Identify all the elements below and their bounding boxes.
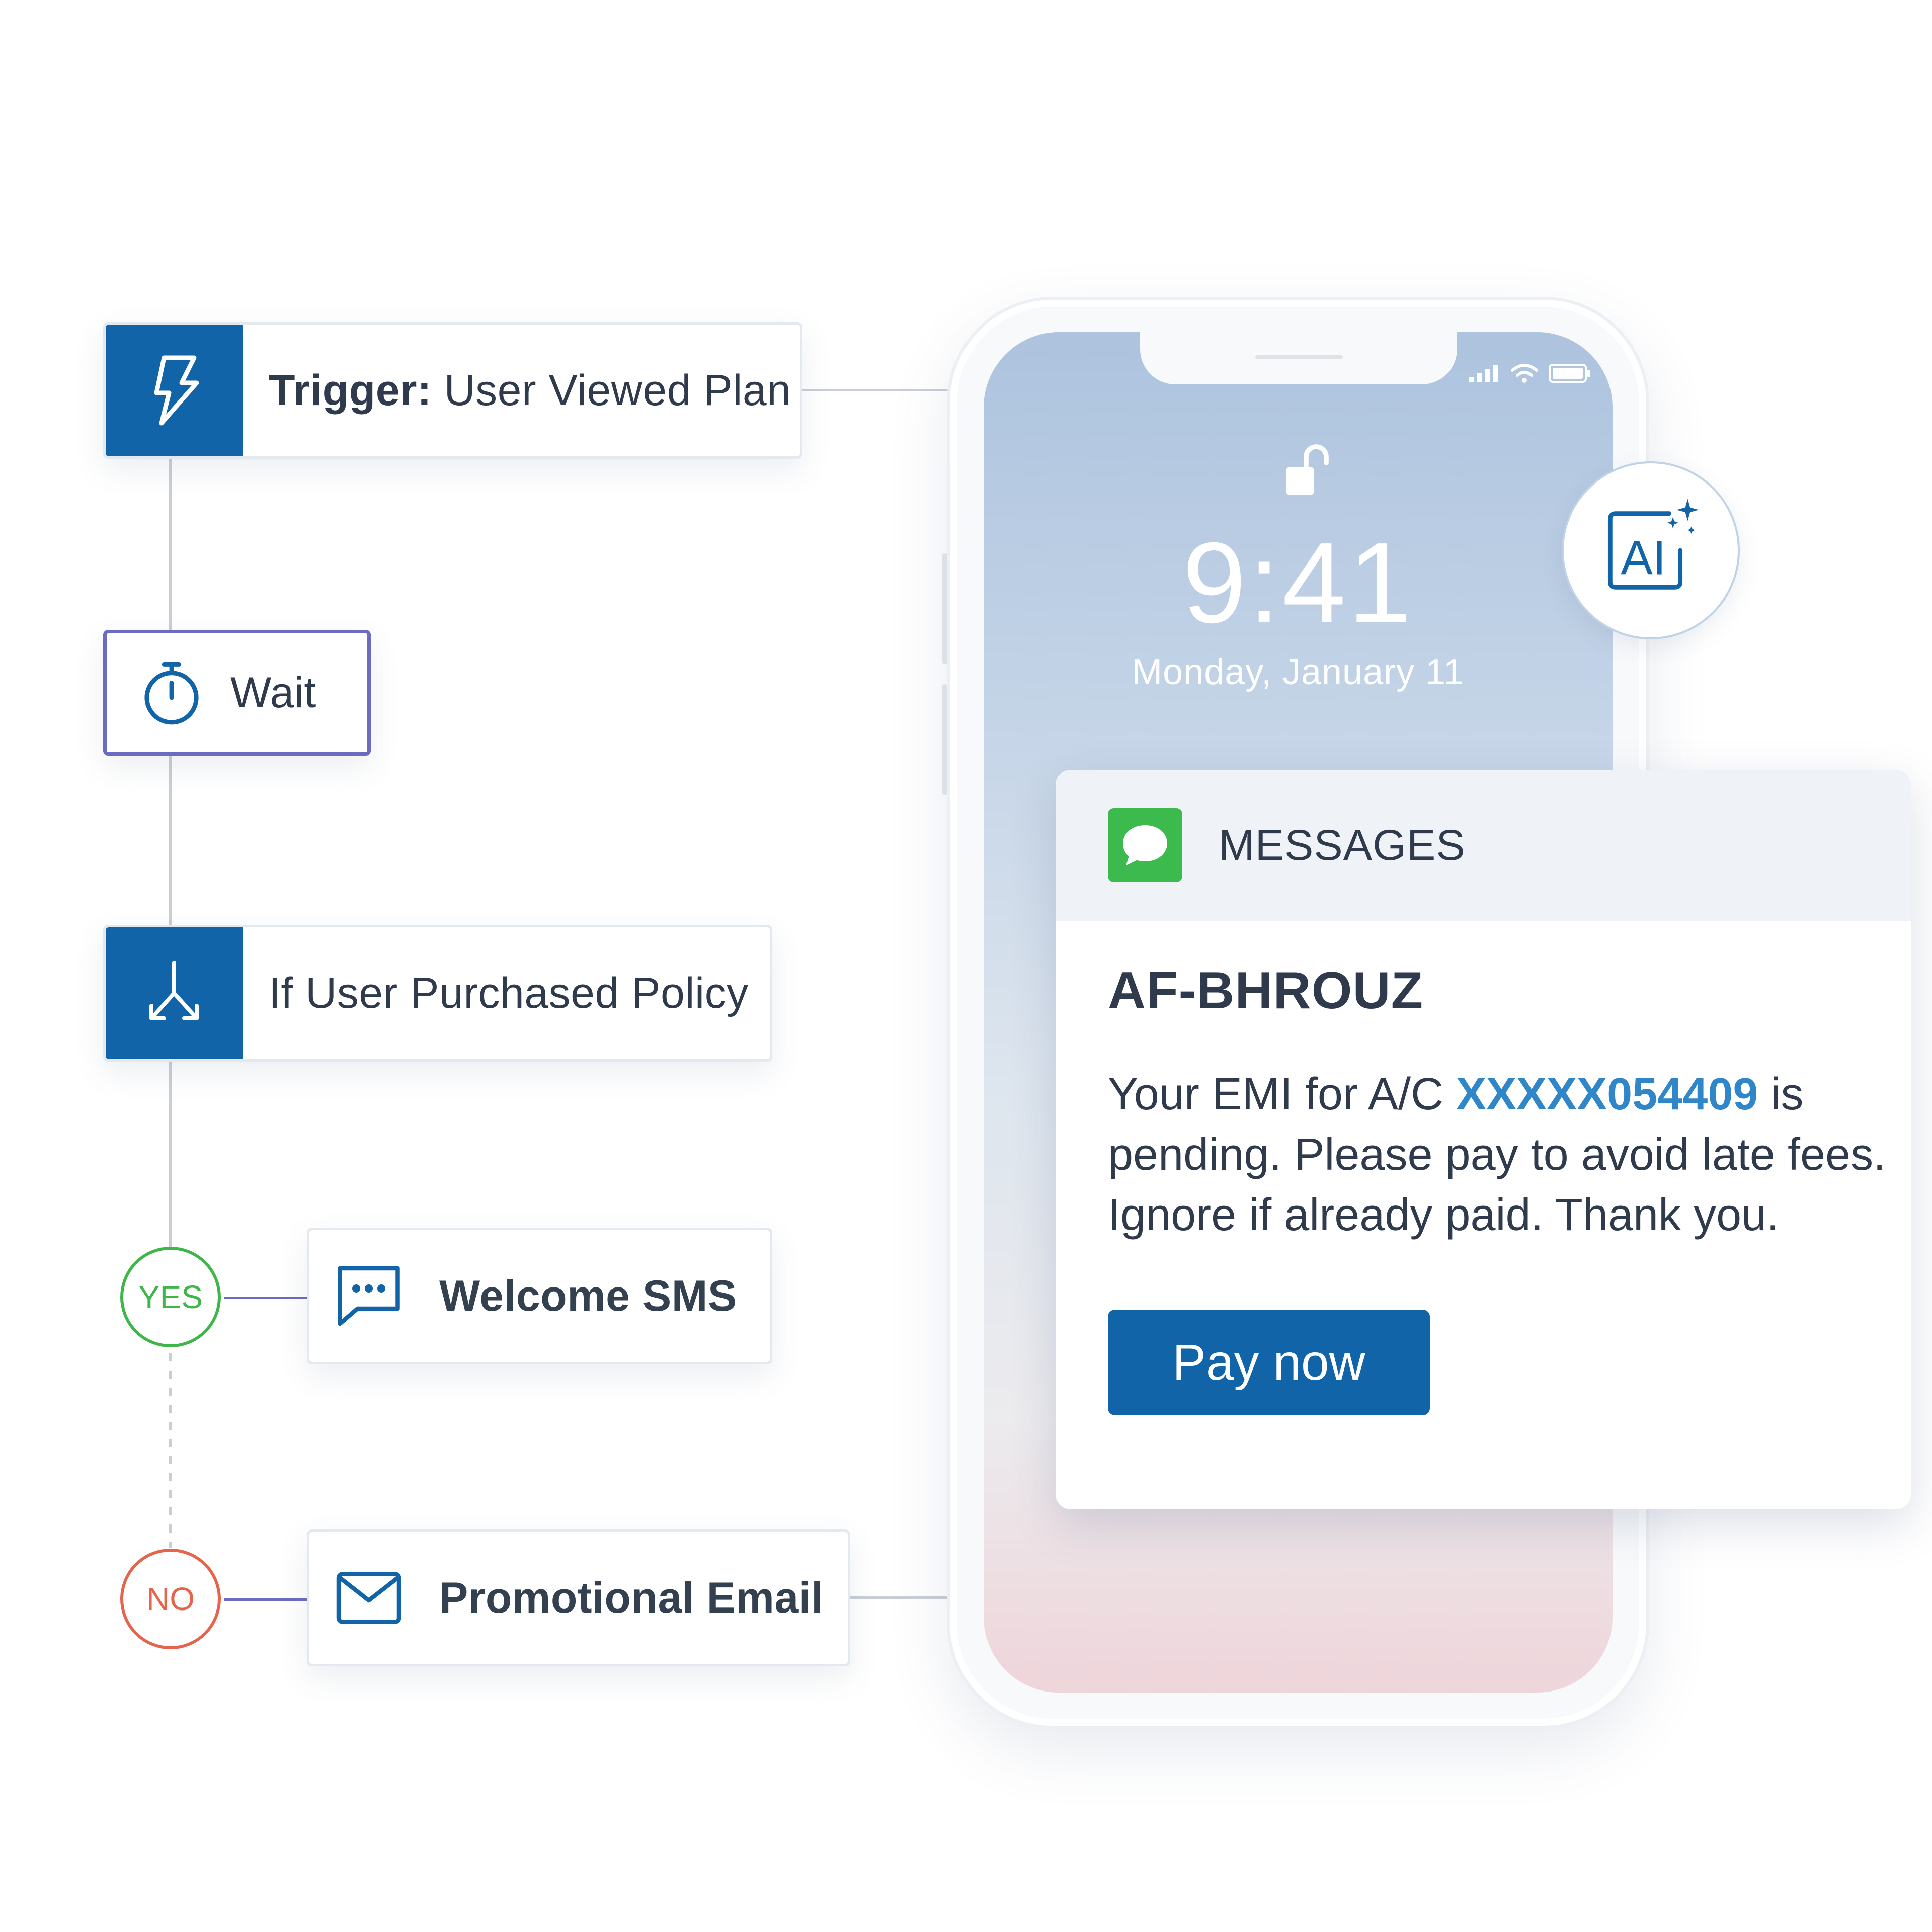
chat-dots-icon — [335, 1263, 403, 1329]
connector-trigger-phone — [802, 389, 948, 391]
split-arrows-icon — [149, 961, 199, 1020]
notification-app-name: MESSAGES — [1219, 821, 1466, 869]
ai-badge[interactable]: AI — [1562, 461, 1740, 639]
notification-body: AF-BHROUZ Your EMI for A/C XXXXX054409 i… — [1056, 921, 1911, 1415]
lightning-icon — [154, 355, 199, 426]
phone-notch — [1140, 322, 1457, 384]
wifi-icon — [1511, 364, 1538, 383]
connector-branch-yes — [169, 1062, 172, 1247]
yes-branch-badge[interactable]: YES — [120, 1247, 221, 1347]
no-branch-badge[interactable]: NO — [120, 1549, 221, 1649]
ai-sparkle-icon: AI — [1607, 499, 1699, 590]
lock-screen-time: 9:41 — [1182, 519, 1414, 647]
battery-icon — [1549, 364, 1590, 383]
pay-now-button[interactable]: Pay now — [1108, 1310, 1430, 1415]
messages-app-icon — [1108, 808, 1182, 882]
stopwatch-icon — [142, 660, 201, 726]
status-bar — [1469, 363, 1591, 383]
branch-label: If User Purchased Policy — [269, 969, 749, 1017]
connector-no-email — [224, 1598, 307, 1601]
account-number: XXXXX054409 — [1456, 1069, 1758, 1119]
trigger-label: Trigger: User Viewed Plan — [269, 366, 791, 415]
branch-icon-box — [106, 927, 243, 1059]
lock-screen-date: Monday, January 11 — [1132, 652, 1464, 692]
message-sender: AF-BHROUZ — [1108, 961, 1424, 1020]
connector-email-phone — [850, 1596, 948, 1599]
phone-side-button-lower — [942, 684, 948, 795]
branch-node[interactable]: If User Purchased Policy — [103, 925, 772, 1062]
notification-header: MESSAGES — [1056, 770, 1911, 921]
cellular-signal-icon — [1469, 365, 1498, 382]
phone-speaker — [1255, 355, 1343, 359]
wait-node[interactable]: Wait — [103, 630, 371, 756]
welcome-sms-label: Welcome SMS — [439, 1271, 737, 1320]
envelope-icon — [335, 1570, 403, 1626]
welcome-sms-node[interactable]: Welcome SMS — [307, 1228, 772, 1364]
connector-trigger-wait — [169, 459, 172, 630]
unlocked-padlock-icon — [1282, 443, 1338, 502]
wait-label: Wait — [230, 668, 316, 717]
connector-wait-branch — [169, 756, 172, 925]
trigger-icon-box — [106, 325, 243, 456]
promotional-email-node[interactable]: Promotional Email — [307, 1530, 850, 1666]
svg-text:AI: AI — [1621, 532, 1666, 585]
message-notification[interactable]: MESSAGES AF-BHROUZ Your EMI for A/C XXXX… — [1056, 770, 1911, 1509]
message-text: Your EMI for A/C XXXXX054409 is pending.… — [1108, 1069, 1886, 1240]
connector-yes-sms — [224, 1297, 307, 1299]
trigger-node[interactable]: Trigger: User Viewed Plan — [103, 322, 802, 459]
promotional-email-label: Promotional Email — [439, 1573, 824, 1622]
connector-yes-no-dashed — [169, 1353, 172, 1548]
phone-side-button-upper — [942, 553, 948, 664]
